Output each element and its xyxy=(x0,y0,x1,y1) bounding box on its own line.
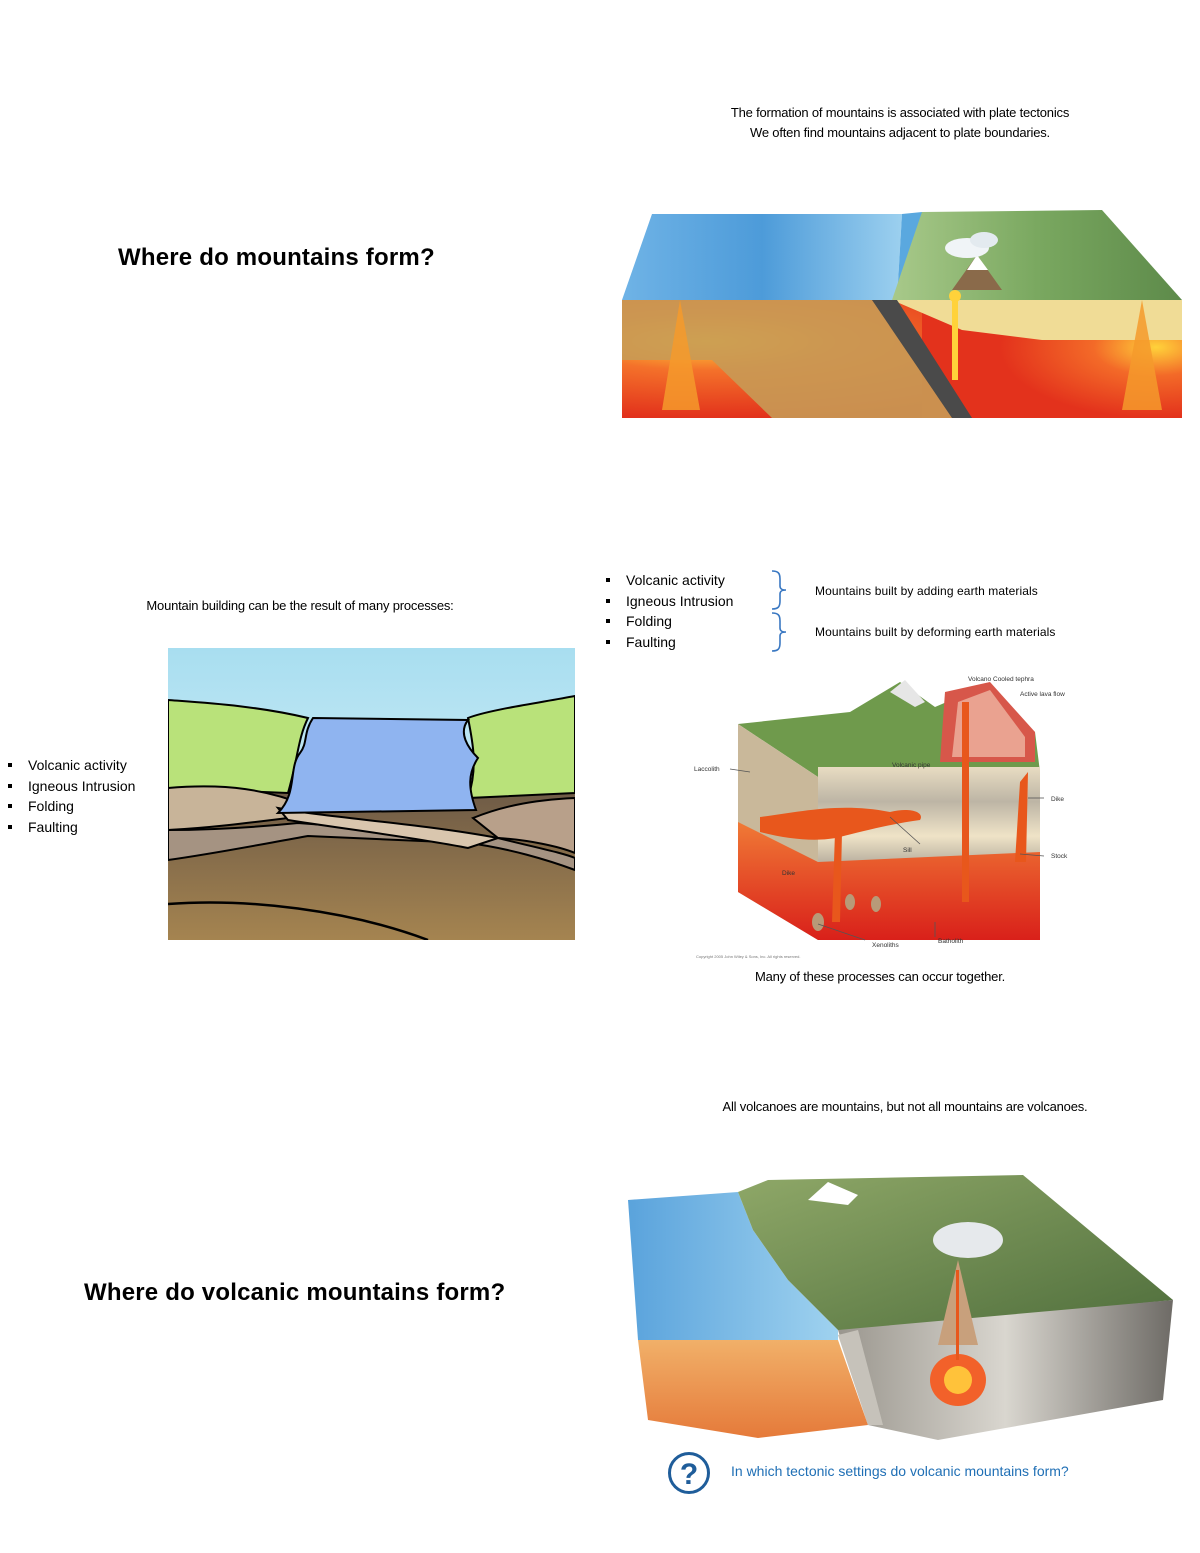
list-item: Faulting xyxy=(6,817,135,838)
label-stock: Stock xyxy=(1051,853,1068,860)
question-mark-icon: ? xyxy=(667,1451,711,1495)
label-sill: Sill xyxy=(903,847,912,854)
label-batholith: Batholith xyxy=(938,938,964,945)
label-dike-left: Dike xyxy=(782,870,795,877)
bracket-note-adding: Mountains built by adding earth material… xyxy=(815,584,1038,598)
list-item: Faulting xyxy=(604,632,733,653)
list-item: Volcanic activity xyxy=(604,570,733,591)
left-process-list: Volcanic activity Igneous Intrusion Fold… xyxy=(6,755,135,837)
slide2-footer: Many of these processes can occur togeth… xyxy=(754,969,1006,984)
slide3-heading: Where do volcanic mountains form? xyxy=(84,1279,506,1306)
list-item: Folding xyxy=(604,611,733,632)
slide1-caption-line1: The formation of mountains is associated… xyxy=(730,105,1070,120)
list-item: Volcanic activity xyxy=(6,755,135,776)
label-laccolith: Laccolith xyxy=(694,766,720,773)
bracket-deforming-icon xyxy=(768,611,796,653)
subduction-diagram xyxy=(622,200,1182,420)
list-item: Igneous Intrusion xyxy=(604,591,733,612)
bracket-adding-icon xyxy=(768,569,796,611)
label-volcanic-pipe: Volcanic pipe xyxy=(892,762,931,769)
slide1-caption: The formation of mountains is associated… xyxy=(650,103,1150,143)
list-item: Igneous Intrusion xyxy=(6,776,135,797)
slide1-heading: Where do mountains form? xyxy=(118,244,435,271)
label-active-lava-flow: Active lava flow xyxy=(1020,691,1065,698)
label-copyright: Copyright 2005 John Wiley & Sons, Inc. A… xyxy=(696,954,801,959)
volcanic-arc-diagram xyxy=(628,1170,1173,1442)
slide3-caption: All volcanoes are mountains, but not all… xyxy=(722,1099,1088,1114)
label-cooled-tephra: Cooled tephra xyxy=(993,676,1034,683)
label-volcano: Volcano xyxy=(968,676,992,683)
list-item: Folding xyxy=(6,796,135,817)
question-prompt: In which tectonic settings do volcanic m… xyxy=(731,1463,1069,1479)
slide1-caption-line2: We often find mountains adjacent to plat… xyxy=(750,125,1050,140)
slide2-intro: Mountain building can be the result of m… xyxy=(146,598,454,613)
right-process-list: Volcanic activity Igneous Intrusion Fold… xyxy=(604,570,733,652)
label-dike-right: Dike xyxy=(1051,796,1064,803)
label-xenoliths: Xenoliths xyxy=(872,942,899,949)
question-mark-glyph: ? xyxy=(680,1458,698,1491)
igneous-diagram: Volcano Cooled tephra Active lava flow V… xyxy=(690,672,1090,964)
bracket-note-deforming: Mountains built by deforming earth mater… xyxy=(815,625,1056,639)
valley-illustration xyxy=(168,648,575,940)
